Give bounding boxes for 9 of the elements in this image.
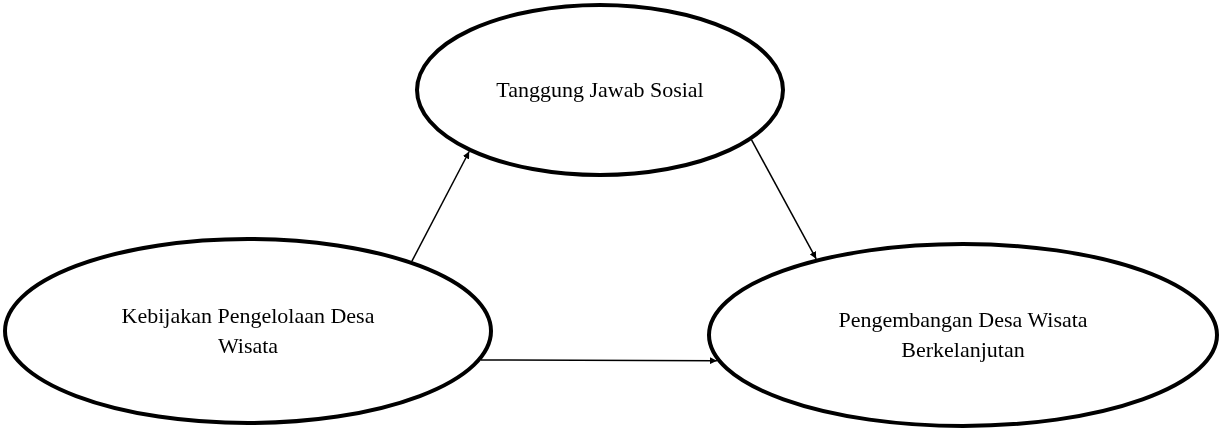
node-label: Kebijakan Pengelolaan Desa Wisata [120,302,376,360]
arrow [750,139,817,260]
arrow [411,150,470,262]
ellipse-node [3,237,493,425]
node-label: Tanggung Jawab Sosial [496,76,704,105]
ellipse-node [415,3,785,177]
node-label: Pengembangan Desa Wisata Berkelanjutan [837,306,1089,364]
arrow [480,357,718,365]
ellipse-node [707,242,1219,428]
